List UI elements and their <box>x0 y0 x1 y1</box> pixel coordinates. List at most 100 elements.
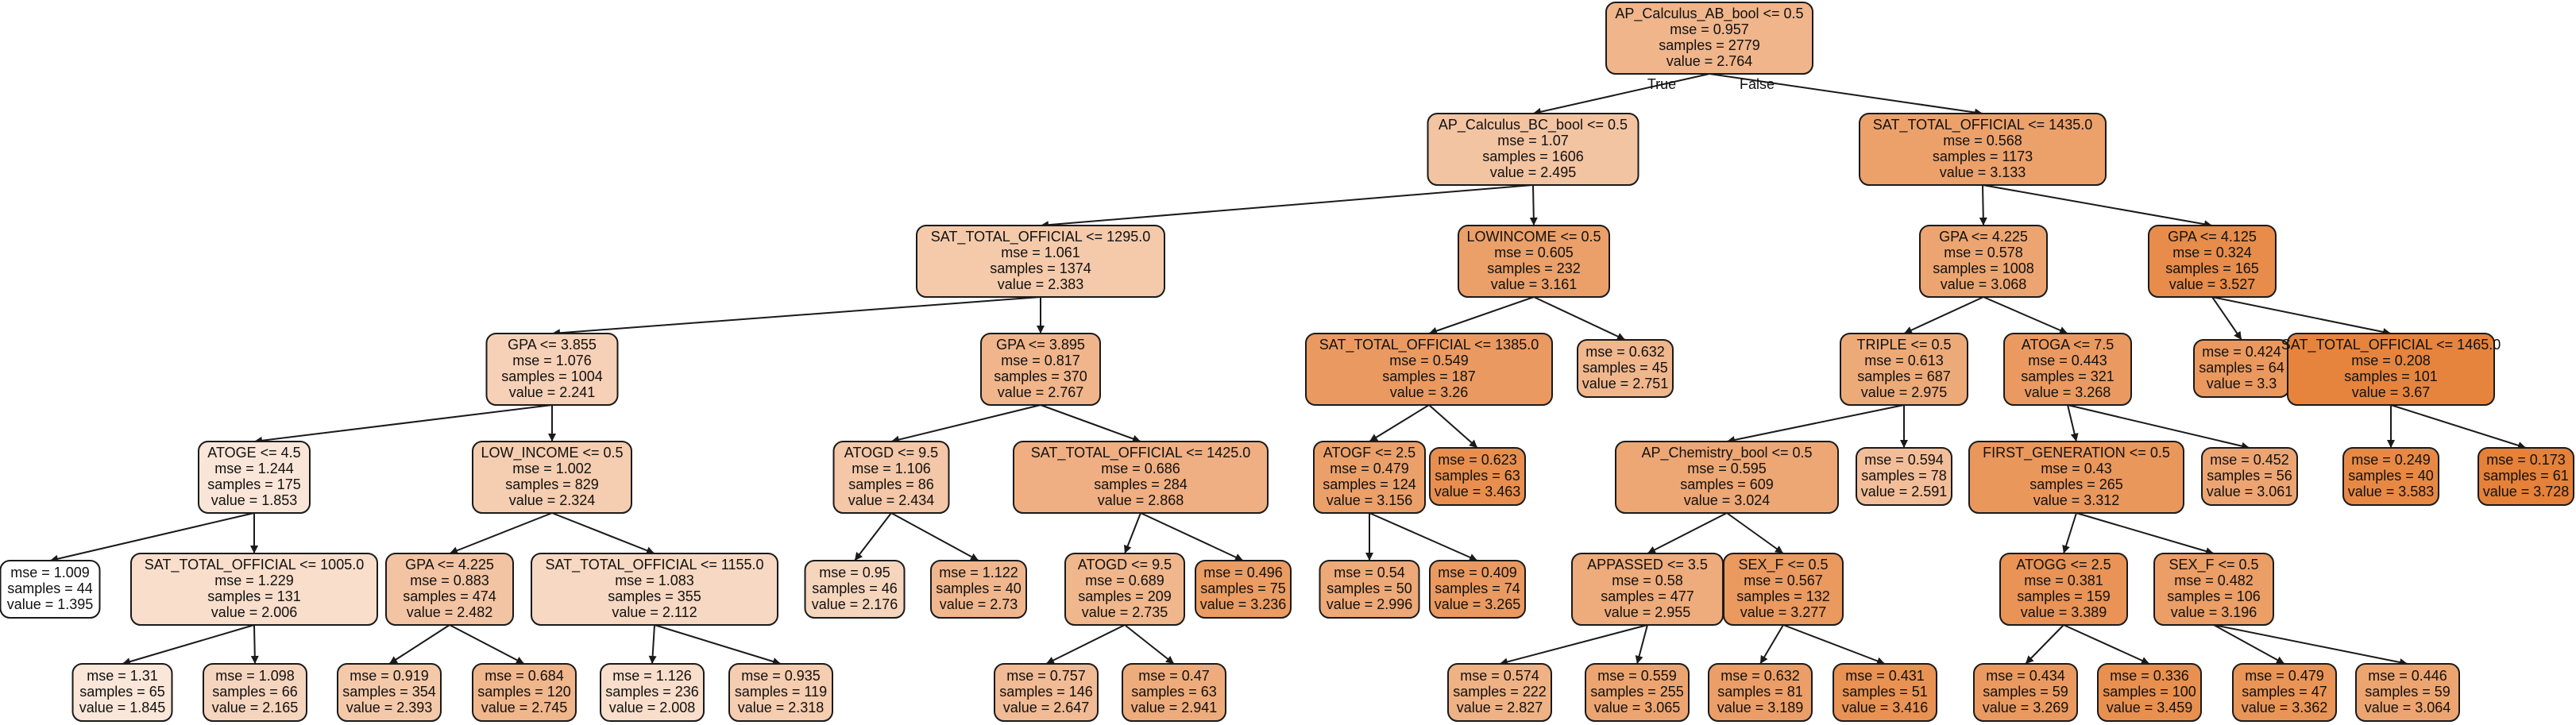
node-text-line: value = 3.065 <box>1594 700 1681 715</box>
node-text-line: mse = 1.122 <box>939 565 1018 580</box>
node-text-line: mse = 0.632 <box>1585 344 1665 360</box>
node-box <box>1429 560 1526 619</box>
arrowhead-n5 <box>1979 217 1987 226</box>
node-text-line: mse = 0.58 <box>1612 573 1683 588</box>
node-text-line: samples = 63 <box>1131 684 1217 700</box>
node-text-line: samples = 321 <box>2021 368 2114 384</box>
node-text-line: value = 3.161 <box>1491 276 1578 292</box>
node-text-line: value = 3.459 <box>2107 700 2193 715</box>
node-text-line: value = 3.269 <box>1983 700 2069 715</box>
node-text-line: mse = 0.479 <box>2245 668 2324 684</box>
node-box <box>994 663 1099 722</box>
node-text-line: value = 2.975 <box>1861 384 1948 400</box>
node-text-line: SAT_TOTAL_OFFICIAL <= 1005.0 <box>145 557 364 573</box>
tree-edge-n5-n11 <box>1903 296 1984 334</box>
tree-edge-n2-n6 <box>1982 184 2213 226</box>
tree-edge-n21-n38 <box>1726 512 1784 554</box>
tree-edge-n40-n55 <box>2213 624 2285 665</box>
node-text-line: mse = 1.31 <box>87 668 158 684</box>
node-text-line: samples = 175 <box>207 476 301 492</box>
arrowhead-n11 <box>1904 326 1914 334</box>
node-box <box>1919 225 2048 298</box>
tree-edge-n23-n40 <box>2076 512 2215 554</box>
node-text-line: samples = 75 <box>1200 580 1286 596</box>
arrowhead-n39 <box>2062 544 2070 553</box>
tree-edge-n0-n2 <box>1709 73 1983 114</box>
node-text-line: GPA <= 4.225 <box>1939 229 2028 245</box>
node-text-line: value = 2.868 <box>1098 492 1184 508</box>
tree-edge-n0-n1 <box>1532 73 1710 114</box>
node-text-line: samples = 47 <box>2242 684 2327 700</box>
node-text-line: mse = 0.95 <box>819 565 890 580</box>
arrowhead-n23 <box>2070 433 2079 442</box>
node-box <box>71 663 173 722</box>
node-box <box>2201 447 2298 506</box>
node-box <box>531 553 778 626</box>
node-text-line: mse = 0.479 <box>1330 461 1409 476</box>
arrowhead-n38 <box>1774 546 1783 553</box>
node-box <box>1973 663 2078 722</box>
tree-edge-n6-n13 <box>2211 296 2242 341</box>
node-text-line: ATOGG <= 2.5 <box>2016 557 2111 573</box>
node-box <box>930 560 1027 619</box>
node-box <box>1856 447 1952 506</box>
node-text-line: mse = 0.595 <box>1687 461 1767 476</box>
node-text-line: mse = 1.076 <box>512 353 592 368</box>
node-text-line: value = 2.165 <box>212 700 299 715</box>
node-text-line: mse = 0.559 <box>1597 668 1677 684</box>
node-text-line: samples = 64 <box>2199 360 2284 376</box>
arrowhead-n53 <box>2026 655 2034 664</box>
node-text-line: samples = 159 <box>2017 588 2111 604</box>
node-text-line: mse = 1.002 <box>512 461 592 476</box>
arrowhead-n30 <box>645 546 655 554</box>
tree-edge-n17-n32 <box>890 512 979 561</box>
node-text-line: value = 3.728 <box>2483 484 2570 499</box>
node-text-line: SAT_TOTAL_OFFICIAL <= 1435.0 <box>1873 117 2092 133</box>
node-box <box>1458 225 1610 298</box>
node-box <box>1447 663 1552 722</box>
tree-edge-n39-n53 <box>2025 624 2064 665</box>
node-box <box>0 560 101 619</box>
node-text-line: value = 2.751 <box>1582 376 1669 391</box>
node-text-line: samples = 355 <box>608 588 701 604</box>
node-text-line: mse = 0.578 <box>1944 245 2023 260</box>
node-text-line: mse = 0.623 <box>1438 452 1517 468</box>
arrowhead-n12 <box>2058 326 2068 334</box>
node-text-line: mse = 0.594 <box>1864 452 1944 468</box>
arrowhead-n10 <box>1616 333 1625 341</box>
node-box <box>385 553 514 626</box>
node-box <box>980 333 1101 406</box>
tree-edge-n40-n56 <box>2213 624 2408 665</box>
node-text-line: value = 3.26 <box>1390 384 1469 400</box>
node-text-line: mse = 0.381 <box>2024 573 2103 588</box>
node-text-line: SAT_TOTAL_OFFICIAL <= 1295.0 <box>931 229 1150 245</box>
tree-edge-n21-n37 <box>1647 512 1728 554</box>
node-text-line: samples = 146 <box>999 684 1093 700</box>
node-text-line: samples = 222 <box>1453 684 1547 700</box>
arrowhead-n28 <box>250 546 258 553</box>
node-box <box>1313 441 1426 514</box>
arrowhead-n43 <box>389 656 399 664</box>
node-text-line: FIRST_GENERATION <= 0.5 <box>1983 445 2170 461</box>
node-text-line: mse = 0.919 <box>350 668 429 684</box>
node-text-line: value = 3.463 <box>1435 484 1521 499</box>
node-text-line: mse = 0.574 <box>1460 668 1539 684</box>
node-text-line: value = 3.196 <box>2171 604 2257 620</box>
node-box <box>1305 333 1553 406</box>
node-box <box>2342 447 2439 506</box>
arrowhead-n35 <box>1365 553 1373 561</box>
arrowhead-n34 <box>1234 553 1243 561</box>
node-text-line: APPASSED <= 3.5 <box>1587 557 1708 573</box>
